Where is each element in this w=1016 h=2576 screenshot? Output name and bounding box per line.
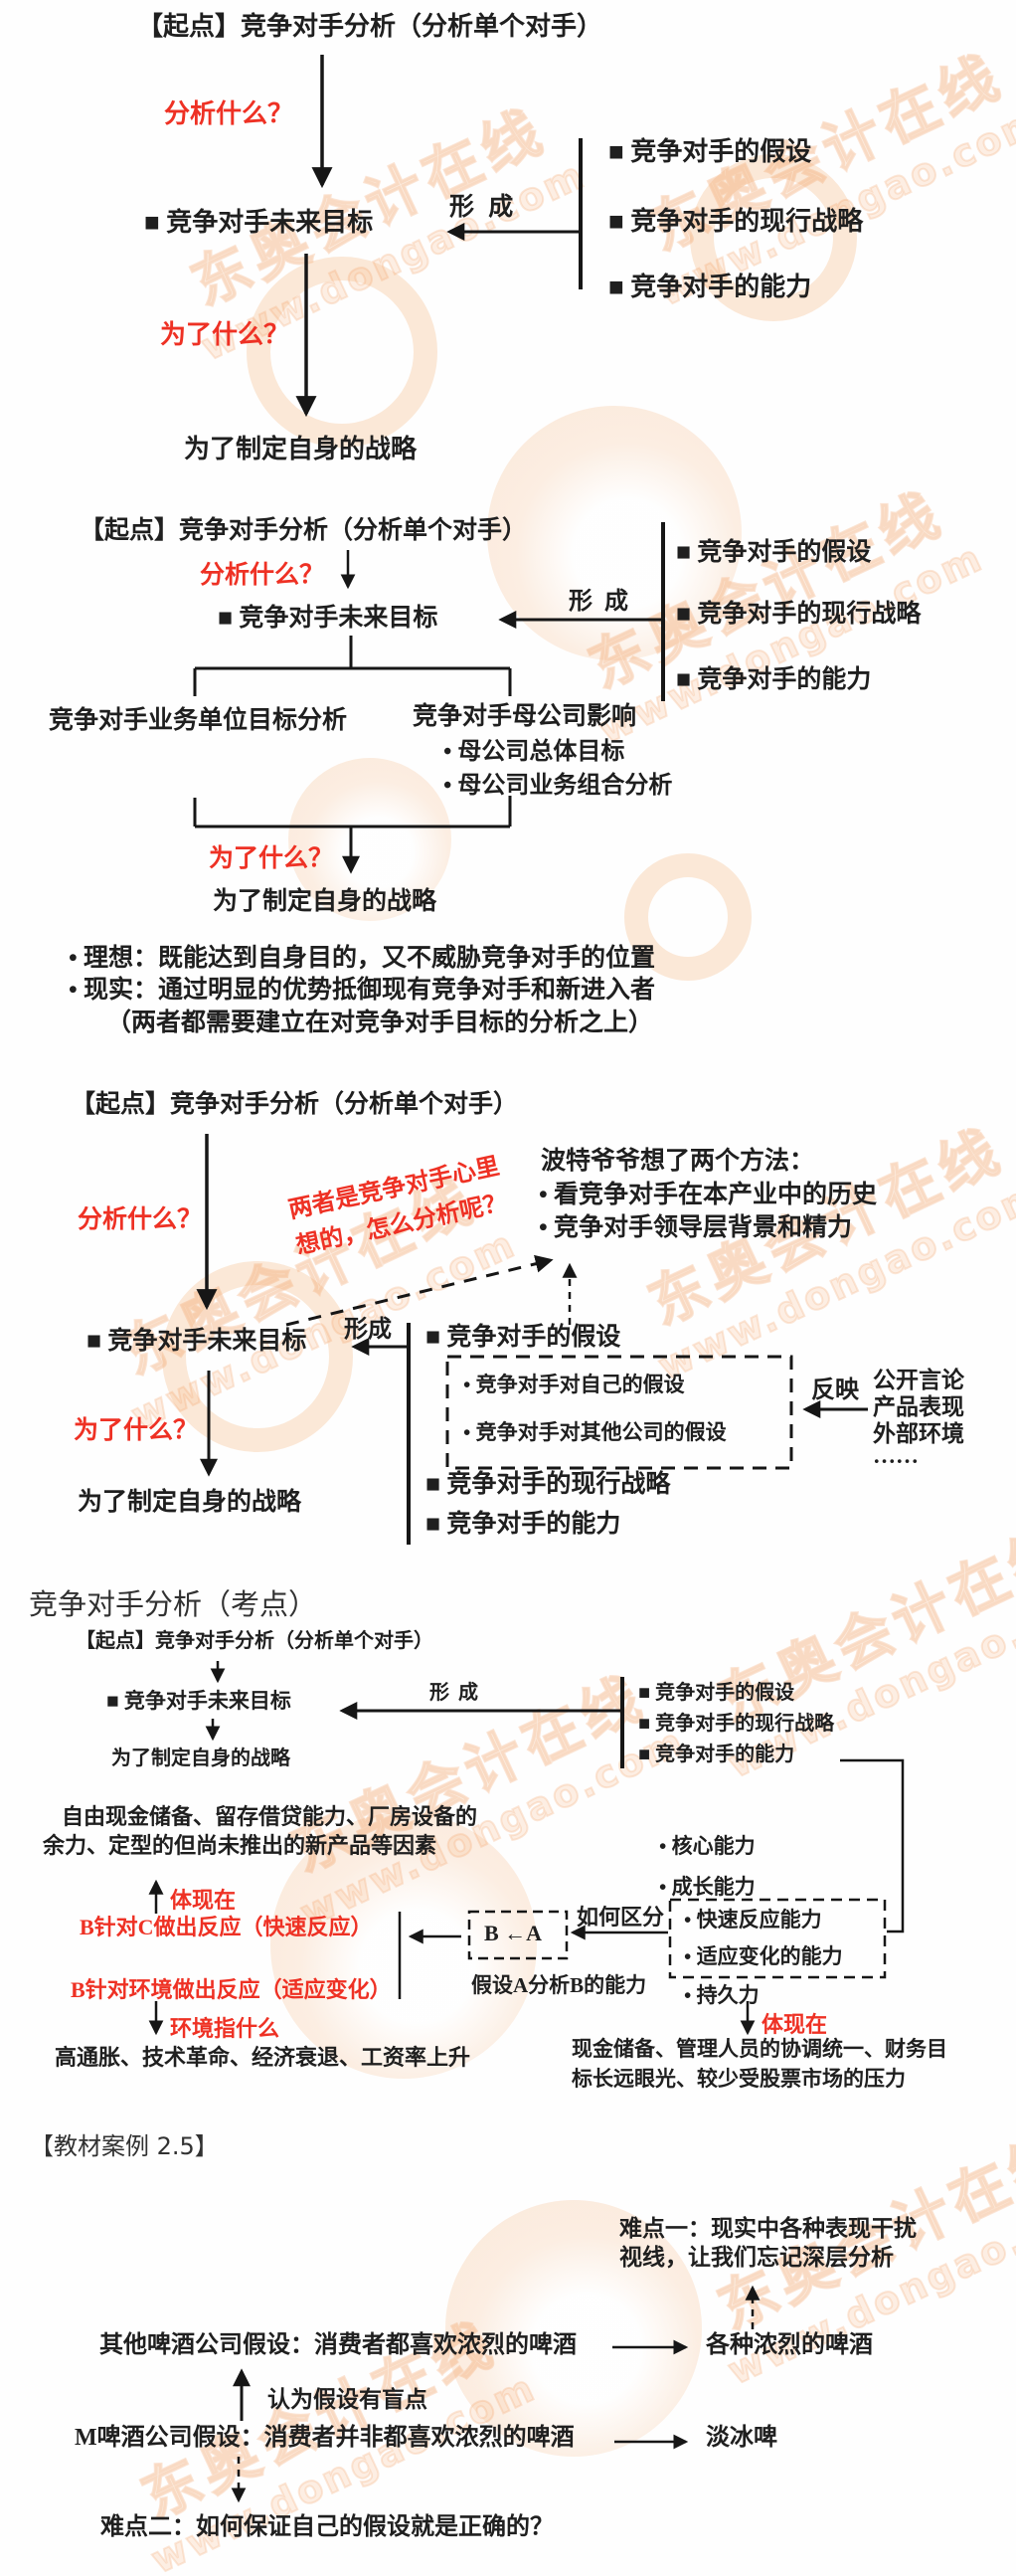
s3-assumption-self: • 竞争对手对自己的假设 [463, 1373, 685, 1396]
s4-react-env: B针对环境做出反应（适应变化） [71, 1977, 392, 2002]
s3-reflect-label: 反映 [811, 1378, 859, 1403]
s4-heading: 竞争对手分析（考点） [29, 1587, 318, 1621]
s4-free-capacity-line2: 余力、定型的但尚未推出的新产品等因素 [43, 1833, 437, 1858]
s5-difficulty1-line2: 视线，让我们忘记深层分析 [619, 2245, 894, 2270]
s4-how-distinguish: 如何区分 [577, 1905, 665, 1930]
s4-embody-label-1: 体现在 [170, 1888, 237, 1913]
s4-title: 【起点】竞争对手分析（分析单个对手） [76, 1630, 433, 1652]
s4-capability-elbow [840, 1758, 905, 1933]
s4-cap-fast: • 快速反应能力 [684, 1908, 822, 1932]
s4-item-assumption: ■ 竞争对手的假设 [638, 1682, 795, 1704]
s4-ba-box-label: B ←A [484, 1921, 543, 1945]
s3-goal: ■ 竞争对手未来目标 [86, 1328, 307, 1355]
s4-env-examples: 高通胀、技术革命、经济衰退、工资率上升 [55, 2045, 471, 2070]
s3-porter-item-2: • 竞争对手领导层背景和精力 [539, 1214, 853, 1241]
s5-m-assumption: M啤酒公司假设：消费者并非都喜欢浓烈的啤酒 [75, 2425, 575, 2451]
s5-difficulty2: 难点二：如何保证自己的假设就是正确的？ [100, 2514, 554, 2540]
s2-note-paren: （两者都需要建立在对竞争对手目标的分析之上） [106, 1010, 654, 1036]
s1-goal: ■ 竞争对手未来目标 [144, 208, 374, 237]
s4-result: 为了制定自身的战略 [111, 1748, 290, 1769]
s2-goal: ■ 竞争对手未来目标 [218, 605, 438, 632]
s4-form-label: 形 成 [429, 1682, 480, 1704]
s4-item-strategy: ■ 竞争对手的现行战略 [638, 1713, 835, 1735]
s2-title: 【起点】竞争对手分析（分析单个对手） [80, 517, 528, 544]
s1-title: 【起点】竞争对手分析（分析单个对手） [137, 12, 603, 41]
s5-other-result: 各种浓烈的啤酒 [706, 2332, 873, 2358]
s2-item-capability: ■ 竞争对手的能力 [676, 666, 872, 693]
s3-reflect-item-4: …… [873, 1443, 919, 1468]
s4-cap-core: • 核心能力 [659, 1834, 756, 1858]
s4-free-capacity-line1: 自由现金储备、留存借贷能力、厂房设备的 [62, 1804, 478, 1829]
s2-question-why: 为了什么？ [209, 845, 334, 872]
s1-item-capability: ■ 竞争对手的能力 [608, 273, 812, 301]
s4-item-capability: ■ 竞争对手的能力 [638, 1744, 795, 1765]
s2-result: 为了制定自身的战略 [213, 888, 437, 915]
s2-branch-left: 竞争对手业务单位目标分析 [49, 707, 348, 734]
s3-assumption: ■ 竞争对手的假设 [425, 1324, 621, 1351]
s3-porter-item-1: • 看竞争对手在本产业中的历史 [539, 1182, 878, 1208]
s3-reflect-item-1: 公开言论 [873, 1368, 964, 1392]
s4-env-what: 环境指什么 [170, 2016, 280, 2041]
s5-blind-spot: 认为假设有盲点 [267, 2387, 427, 2412]
s4-react-c: B针对C做出反应（快速反应） [80, 1915, 373, 1939]
s3-reflect-item-2: 产品表现 [873, 1394, 964, 1419]
s2-branch-right-item-1: • 母公司总体目标 [443, 739, 625, 765]
s4-goal: ■ 竞争对手未来目标 [106, 1689, 291, 1713]
s3-dashed-arrow-diagonal [285, 1254, 554, 1327]
s3-strategy: ■ 竞争对手的现行战略 [425, 1471, 671, 1498]
s2-form-label: 形 成 [569, 589, 631, 615]
s2-merge-bracket [193, 796, 512, 828]
s2-item-strategy: ■ 竞争对手的现行战略 [676, 601, 922, 628]
s3-assumption-others: • 竞争对手对其他公司的假设 [463, 1420, 727, 1444]
s3-title: 【起点】竞争对手分析（分析单个对手） [71, 1091, 519, 1118]
s4-cash-line2: 标长远眼光、较少受股票市场的压力 [572, 2067, 906, 2091]
s3-question-why: 为了什么？ [74, 1417, 199, 1444]
s2-branch-right: 竞争对手母公司影响 [413, 703, 637, 730]
s4-cap-endure: • 持久力 [684, 1983, 760, 2007]
s2-branch-right-item-2: • 母公司业务组合分析 [443, 773, 673, 799]
s4-embody-label-2: 体现在 [762, 2012, 828, 2037]
s3-question-what: 分析什么？ [78, 1206, 203, 1233]
s4-cap-growth: • 成长能力 [659, 1875, 756, 1899]
s5-m-result: 淡冰啤 [706, 2425, 777, 2451]
s3-porter: 波特爷爷想了两个方法： [541, 1148, 815, 1175]
s4-cap-adapt: • 适应变化的能力 [684, 1944, 843, 1968]
s5-difficulty1-line1: 难点一：现实中各种表现干扰 [619, 2216, 917, 2241]
s1-item-strategy: ■ 竞争对手的现行战略 [608, 207, 864, 236]
s3-form-label: 形成 [344, 1317, 392, 1343]
s5-heading: 【教材案例 2.5】 [30, 2132, 219, 2160]
s2-note-real: • 现实：通过明显的优势抵御现有竞争对手和新进入者 [69, 977, 656, 1004]
s3-result: 为了制定自身的战略 [78, 1489, 302, 1516]
s2-item-assumption: ■ 竞争对手的假设 [676, 539, 872, 566]
s1-item-assumption: ■ 竞争对手的假设 [608, 137, 812, 166]
s1-question-what: 分析什么？ [164, 99, 294, 128]
s3-dashed-box-assumptions [445, 1355, 793, 1470]
s1-question-why: 为了什么？ [160, 320, 290, 349]
s3-reflect-item-3: 外部环境 [873, 1421, 964, 1446]
s3-capability: ■ 竞争对手的能力 [425, 1511, 621, 1538]
s5-other-assumption: 其他啤酒公司假设：消费者都喜欢浓烈的啤酒 [99, 2332, 577, 2358]
s2-branch-bracket [193, 636, 512, 696]
s4-assume-note: 假设A分析B的能力 [471, 1973, 647, 1997]
s2-note-ideal: • 理想：既能达到自身目的，又不威胁竞争对手的位置 [69, 945, 656, 972]
s1-result: 为了制定自身的战略 [184, 435, 418, 463]
s1-form-label: 形 成 [449, 194, 518, 221]
s2-question-what: 分析什么？ [200, 562, 325, 589]
s4-dashed-box-capabilities [668, 1898, 887, 1979]
s4-cash-line1: 现金储备、管理人员的协调统一、财务目 [572, 2037, 947, 2061]
